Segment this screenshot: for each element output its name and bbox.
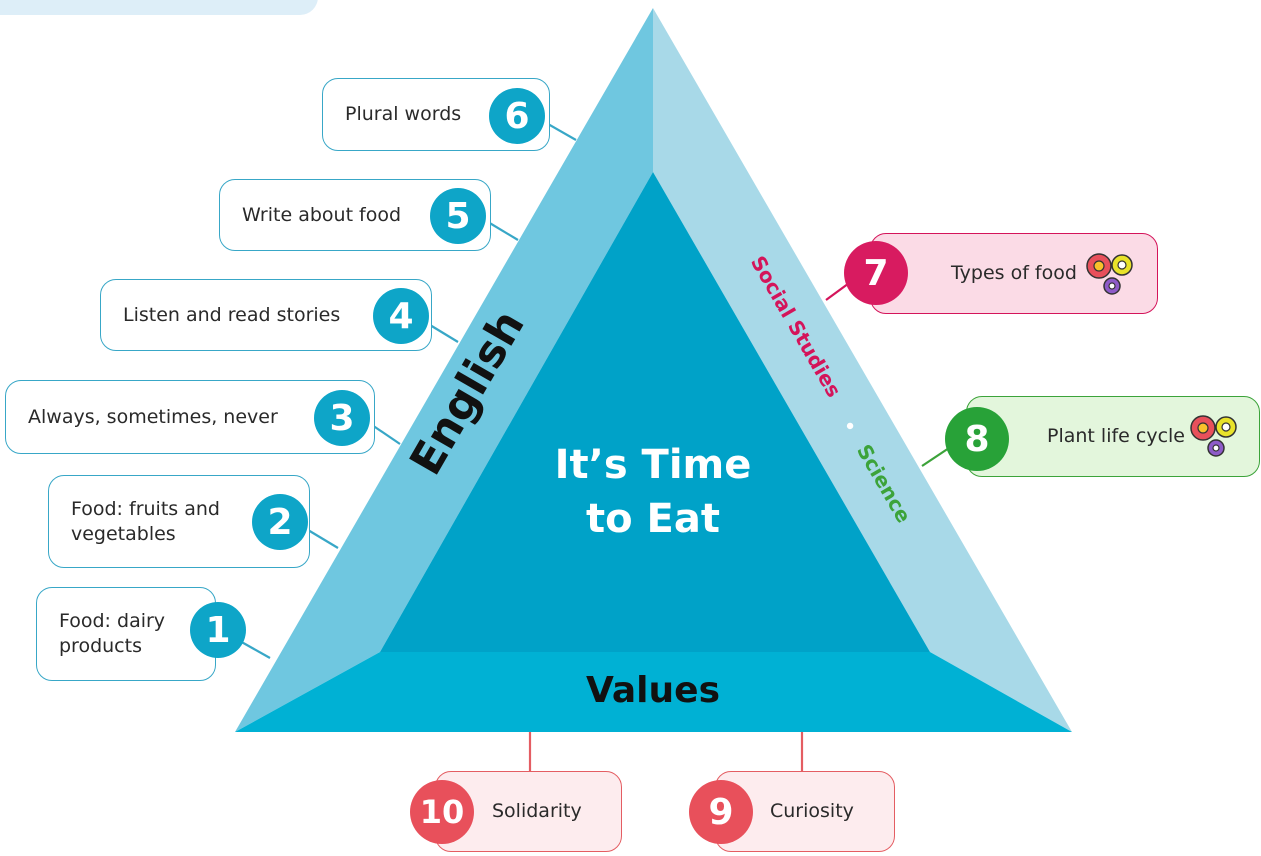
connector-3 [371, 424, 401, 445]
topic-box-1: Food: dairy products [36, 587, 216, 681]
english-face [235, 8, 653, 732]
title-line-1: It’s Time [555, 442, 752, 488]
topic-number-8: 8 [945, 407, 1009, 471]
values-face [235, 652, 1072, 732]
topic-10-label: Solidarity [492, 800, 582, 822]
topic-number-4: 4 [373, 288, 429, 344]
title-line-2: to Eat [586, 496, 720, 542]
topic-4-label: Listen and read stories [123, 303, 341, 326]
topic-9-label: Curiosity [770, 800, 854, 822]
topic-number-2: 2 [252, 494, 308, 550]
topic-7-label: Types of food [951, 262, 1077, 284]
connector-4 [429, 324, 459, 343]
topic-3-label: Always, sometimes, never [28, 405, 278, 428]
connector-2 [307, 529, 339, 549]
yellow-gear [1215, 416, 1237, 438]
corner-tab [0, 0, 318, 15]
topic-6-label: Plural words [345, 103, 462, 125]
topic-2-label-line-1: Food: fruits and [71, 497, 220, 520]
topic-box-7: Types of food [870, 233, 1158, 314]
science-face [653, 8, 1072, 732]
purple-gear [1207, 439, 1225, 457]
topic-box-8: Plant life cycle [966, 396, 1260, 477]
topic-number-5: 5 [430, 188, 486, 244]
purple-gear [1103, 277, 1121, 295]
gears-icon [1086, 253, 1133, 295]
topic-number-10: 10 [410, 780, 474, 844]
values-label: Values [586, 670, 720, 711]
red-gear [1086, 253, 1112, 279]
topic-number-7: 7 [844, 241, 908, 305]
topic-2-label-line-2: vegetables [71, 522, 176, 545]
topic-number-6: 6 [489, 88, 545, 144]
topic-5-label: Write about food [242, 203, 402, 226]
topic-box-3: Always, sometimes, never [5, 380, 375, 454]
red-gear [1190, 415, 1216, 441]
topic-1-label-line-1: Food: dairy [59, 610, 166, 632]
topic-1-label-line-2: products [59, 635, 142, 657]
topic-number-3: 3 [314, 390, 370, 446]
topic-8-label: Plant life cycle [1047, 425, 1185, 447]
topic-box-2: Food: fruits and vegetables [48, 475, 310, 568]
topic-number-1: 1 [190, 602, 246, 658]
gears-icon [1190, 415, 1237, 457]
yellow-gear [1111, 254, 1133, 276]
connector-6 [547, 123, 577, 141]
topic-number-9: 9 [689, 780, 753, 844]
center-face [380, 172, 930, 652]
connector-5 [487, 221, 519, 241]
connector-1 [237, 639, 271, 659]
